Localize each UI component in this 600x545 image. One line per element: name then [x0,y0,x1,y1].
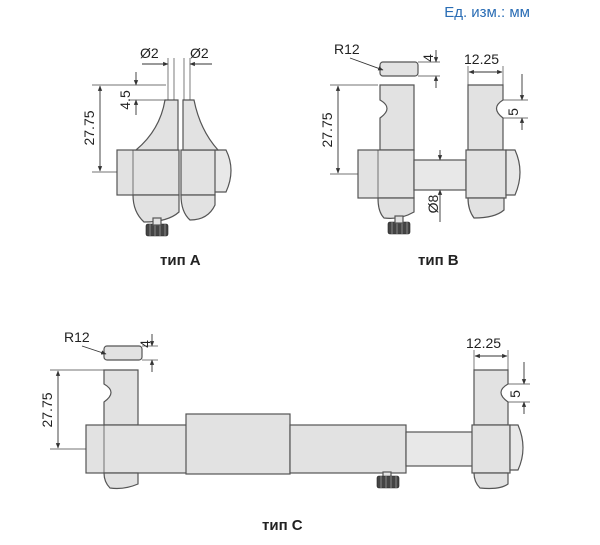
type-a-screw-neck [152,217,162,226]
type-c-right-housing [471,424,511,474]
type-b-jaw-height-dim: 27.75 [319,112,335,147]
type-b-right-housing [465,149,507,199]
type-b-rod-diameter-dim: Ø8 [425,194,441,213]
type-c-tip-height-dim: 4 [137,340,153,348]
type-b-label: тип B [418,252,459,269]
type-c-right-jaw [473,369,509,426]
type-c-radius-dim: R12 [64,329,90,345]
type-c-label: тип C [262,517,303,534]
type-a-label: тип A [160,252,201,269]
type-b-left-boss [377,197,415,219]
type-c-jaw-width-dim: 12.25 [466,335,501,351]
type-c-drawing: R12 4 27.75 12.25 5 [39,329,530,490]
type-a-rod-stub [213,149,232,193]
type-a-tip-height-dim: 4.5 [117,90,133,110]
type-c-beam [289,424,407,474]
type-b-rod [413,159,467,191]
type-b-right-boss [467,197,505,219]
type-a-left-jaw [134,99,179,151]
type-c-right-boss [473,472,509,490]
type-b-jaw-step-dim: 5 [505,108,521,116]
units-label: Ед. изм.: мм [444,4,530,21]
type-c-jaw-height-dim: 27.75 [39,392,55,427]
type-b-tip-block [379,61,419,77]
type-a-left-housing [116,149,180,196]
type-a-jaw-height-dim: 27.75 [81,110,97,145]
type-a-tip-right-dim: Ø2 [190,45,209,61]
type-b-tip-height-dim: 4 [420,54,436,62]
type-c-jaw-step-dim: 5 [507,390,523,398]
type-a-left-boss [132,194,180,223]
type-b-left-housing [357,149,415,199]
type-a-right-boss [180,194,216,221]
type-b-jaw-width-dim: 12.25 [464,51,499,67]
type-a-right-housing [180,149,216,196]
type-b-drawing: R12 4 27.75 Ø8 12.25 [319,41,528,235]
type-b-radius-dim: R12 [334,41,360,57]
type-a-drawing: Ø2 Ø2 4.5 27.75 [81,45,232,237]
type-b-right-jaw [467,84,504,151]
type-b-left-jaw [379,84,415,151]
type-c-knurled-screw [376,475,400,489]
type-c-sleeve [185,413,291,475]
type-c-rod [405,431,475,467]
type-c-left-boss [103,472,139,490]
type-a-right-jaw [182,99,220,151]
type-c-left-housing [85,424,189,474]
type-c-left-jaw [103,369,139,426]
type-a-tip-left-dim: Ø2 [140,45,159,61]
